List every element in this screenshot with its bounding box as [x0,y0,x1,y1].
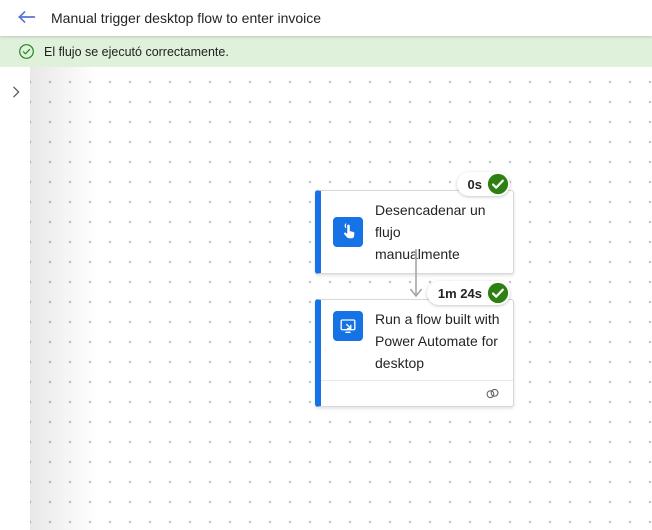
node-title: Run a flow built with Power Automate for… [375,311,500,371]
trigger-node-card[interactable]: 0s Desencadenar [315,172,514,274]
page-title: Manual trigger desktop flow to enter inv… [51,10,322,26]
success-banner-message: El flujo se ejecutó correctamente. [44,44,229,59]
node-content: Desencadenar un flujo manualmente [321,191,513,273]
connections-link-icon[interactable] [481,383,503,405]
check-circle-icon [487,173,509,195]
back-button[interactable] [15,7,37,29]
sidebar-rail [0,67,30,530]
desktop-flow-icon [333,311,363,341]
duration-label: 1m 24s [437,285,482,301]
node-title: Desencadenar un flujo manualmente [375,202,486,262]
node-footer [321,380,513,406]
status-badge: 1m 24s [426,281,510,305]
duration-label: 0s [467,176,482,192]
flow-canvas: 0s Desencadenar [30,67,652,530]
success-banner: El flujo se ejecutó correctamente. [0,36,652,67]
body: 0s Desencadenar [0,67,652,530]
chevron-right-icon [9,85,23,102]
check-circle-icon [487,282,509,304]
manual-trigger-icon [333,217,363,247]
header: Manual trigger desktop flow to enter inv… [0,0,652,36]
expand-sidebar-button[interactable] [6,83,26,103]
node-content: Run a flow built with Power Automate for… [321,300,513,380]
check-circle-icon [18,43,35,60]
arrow-left-icon [16,8,37,29]
status-badge: 0s [456,172,510,196]
desktop-flow-node-card[interactable]: 1m 24s [315,281,514,407]
